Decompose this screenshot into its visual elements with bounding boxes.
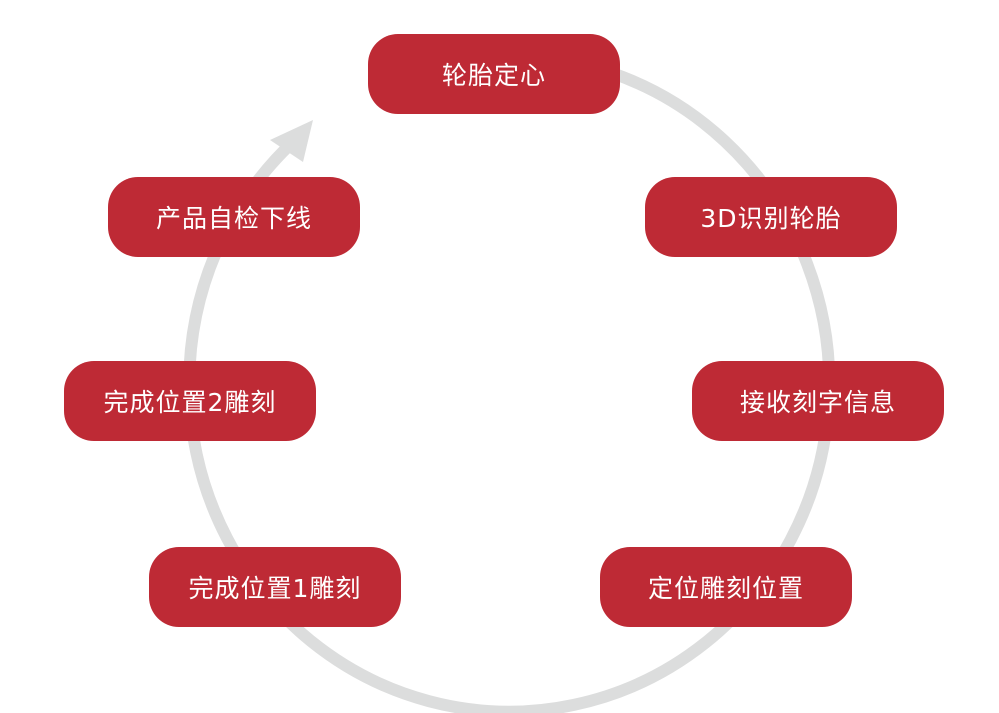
step-label: 产品自检下线 [155, 204, 312, 233]
step-engrave-position-2: 完成位置2雕刻 [64, 361, 316, 441]
step-tire-centering: 轮胎定心 [368, 34, 620, 114]
step-locate-engraving-position: 定位雕刻位置 [600, 547, 852, 627]
step-engrave-position-1: 完成位置1雕刻 [149, 547, 401, 627]
step-label: 完成位置2雕刻 [103, 388, 277, 417]
step-label: 轮胎定心 [441, 61, 546, 90]
step-label: 定位雕刻位置 [647, 574, 804, 603]
step-label: 3D识别轮胎 [700, 204, 842, 233]
step-label: 接收刻字信息 [739, 388, 896, 417]
step-3d-tire-recognition: 3D识别轮胎 [645, 177, 897, 257]
cycle-arrowhead [270, 120, 313, 162]
step-self-check-offline: 产品自检下线 [108, 177, 360, 257]
step-receive-engraving-info: 接收刻字信息 [692, 361, 944, 441]
step-label: 完成位置1雕刻 [188, 574, 362, 603]
